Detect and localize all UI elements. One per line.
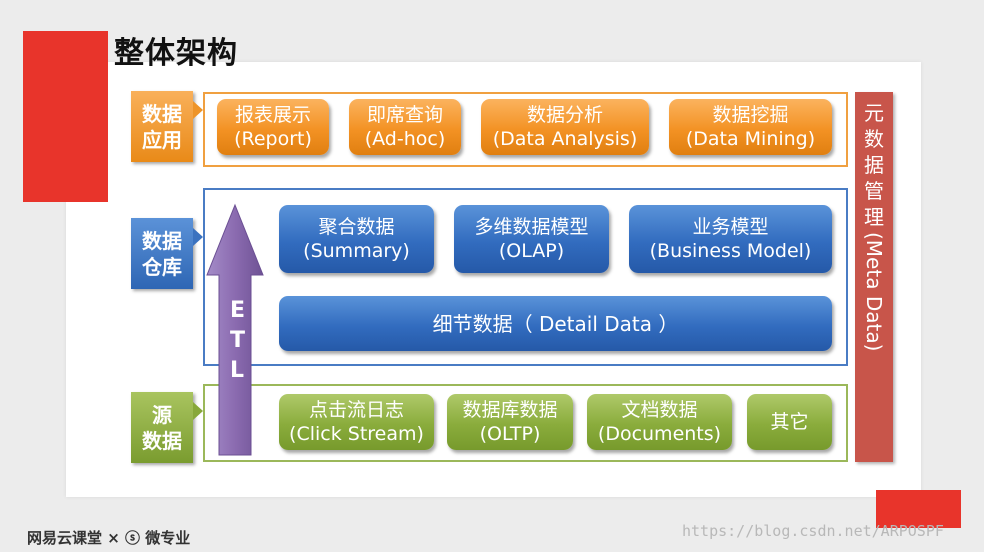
footer-logo: 网易云课堂 × ⓢ 微专业 <box>27 529 191 547</box>
etl-arrow <box>206 203 264 456</box>
node-ad-hoc: 即席查询 (Ad-hoc) <box>349 99 461 155</box>
meta-data-char-1: 数 <box>864 127 884 151</box>
meta-data-label-latin: (Meta Data) <box>862 232 886 352</box>
node-documents: 文档数据 (Documents) <box>587 394 732 450</box>
node-business-model: 业务模型 (Business Model) <box>629 205 832 273</box>
node-data-mining: 数据挖掘 (Data Mining) <box>669 99 832 155</box>
app-layer-frame <box>203 92 848 167</box>
node-olap: 多维数据模型 (OLAP) <box>454 205 609 273</box>
src-layer-frame <box>203 384 848 462</box>
etl-letter-l: L <box>230 358 245 383</box>
dw-layer-frame <box>203 188 848 366</box>
etl-letter-t: T <box>230 328 246 353</box>
app-layer-label: 数据 应用 <box>131 91 203 162</box>
slide-title: 整体架构 <box>114 36 238 71</box>
node-oltp: 数据库数据 (OLTP) <box>447 394 573 450</box>
meta-data-char-0: 元 <box>864 101 884 125</box>
node-summary: 聚合数据 (Summary) <box>279 205 434 273</box>
node-report: 报表展示 (Report) <box>217 99 329 155</box>
red-decor-block-right <box>876 490 961 528</box>
node-detail-data: 细节数据（ Detail Data ） <box>279 296 832 351</box>
etl-letter-e: E <box>230 298 246 323</box>
node-data-analysis: 数据分析 (Data Analysis) <box>481 99 649 155</box>
node-other: 其它 <box>747 394 832 450</box>
src-layer-label: 源 数据 <box>131 392 203 463</box>
meta-data-char-2: 据 <box>864 153 884 177</box>
meta-data-label: 元数据管理 (Meta Data) <box>858 100 890 351</box>
red-decor-block-left <box>23 31 108 202</box>
watermark-url: https://blog.csdn.net/ARPOSPF <box>682 522 944 540</box>
dw-layer-label: 数据 仓库 <box>131 218 203 289</box>
meta-data-char-3: 管 <box>864 179 884 203</box>
meta-data-label-cjk: 元数据管理 <box>858 100 890 230</box>
meta-data-char-4: 理 <box>864 205 884 229</box>
meta-data-bar <box>855 92 893 462</box>
node-click-stream: 点击流日志 (Click Stream) <box>279 394 434 450</box>
